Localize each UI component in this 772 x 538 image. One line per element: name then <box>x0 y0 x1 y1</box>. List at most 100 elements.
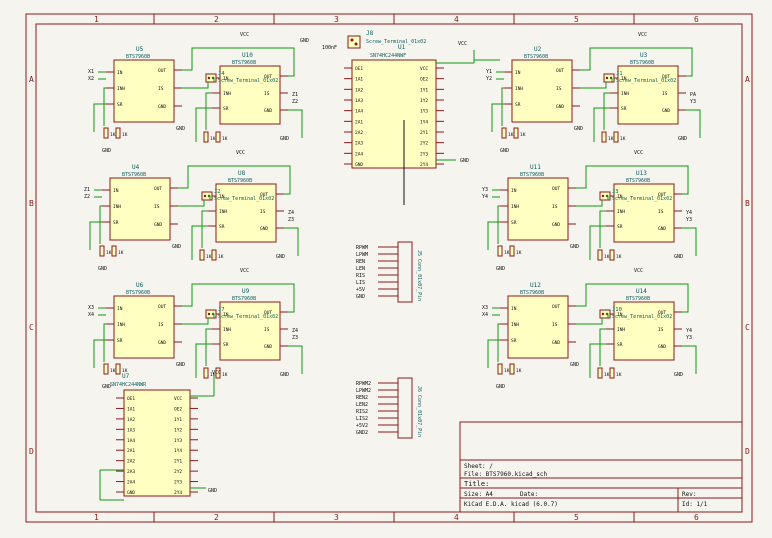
chip-b-pin-label: SR <box>223 106 229 112</box>
header-value: Screw_Terminal_01x02 <box>616 78 676 84</box>
chip-pin-label: 1Y1 <box>420 87 428 93</box>
frame-row-marker: C <box>745 323 750 332</box>
resistor <box>115 127 121 139</box>
chip-b-pin-label: IN <box>219 194 225 200</box>
driver-block: U11BTS7960BININHSROUTISGNDY3Y4U13BTS7960… <box>482 150 697 272</box>
connector-pin-label: REN <box>356 259 365 265</box>
frame-col-marker: 4 <box>454 513 459 522</box>
chip-pin-label: 1Y4 <box>420 119 428 125</box>
chip-a-pin-label: SR <box>511 338 517 344</box>
chip-b-value: BTS7960B <box>228 178 252 184</box>
chip-pin-label: 1Y3 <box>174 438 182 444</box>
chip-b-pin-label: GND <box>260 226 268 232</box>
title-block: Sheet: / File: BTS7960.kicad_sch Title: … <box>459 421 743 513</box>
chip-a-pin-label: IN <box>117 306 123 312</box>
shift-register-u7: U7 SN74HC244NWR OE11A11A21A31A42A12A22A3… <box>110 373 198 497</box>
chip-b-value: BTS7960B <box>626 296 650 302</box>
vcc-label: VCC <box>236 150 245 156</box>
chip-b-value: BTS7960B <box>630 60 654 66</box>
title-block-date: Date: <box>520 491 538 498</box>
resistor-value: 1K <box>616 254 622 260</box>
chip-pin-label: GND <box>355 162 363 168</box>
header-value: Screw_Terminal_01x02 <box>214 196 274 202</box>
net-label: Z1 <box>84 187 90 193</box>
gnd-label: GND <box>674 372 683 378</box>
connector-pin-label: LIS2 <box>356 416 368 422</box>
chip-a-pin-label: GND <box>158 340 166 346</box>
gnd-label: GND <box>102 148 111 154</box>
header-ref: J3 <box>612 189 619 195</box>
chip-b-pin-label: IN <box>617 312 623 318</box>
gnd-label: GND <box>496 266 505 272</box>
connector-pin-label: RIS2 <box>356 409 368 415</box>
chip-b-pin-label: IN <box>223 76 229 82</box>
chip-a-pin-label: IN <box>113 188 119 194</box>
chip-pin-label: 2Y4 <box>420 162 428 168</box>
frame-col-marker: 3 <box>334 15 339 24</box>
vcc-label: VCC <box>240 32 249 38</box>
resistor <box>215 367 221 379</box>
resistor <box>215 131 221 143</box>
chip-b-body <box>219 65 281 125</box>
chip-a-pin-label: GND <box>552 340 560 346</box>
chip-b-pin-label: IS <box>662 91 668 97</box>
chip-pin-label: 1A1 <box>355 77 363 83</box>
frame-row-marker: C <box>29 323 34 332</box>
chip-a-value: BTS7960B <box>524 54 548 60</box>
chip-b-value: BTS7960B <box>232 60 256 66</box>
chip-b-pin-label: SR <box>621 106 627 112</box>
chip-a-body <box>507 177 569 241</box>
gnd-label: GND <box>280 136 289 142</box>
vcc-label: VCC <box>634 150 643 156</box>
frame-row-marker: A <box>29 75 34 84</box>
net-label: Y4 <box>686 328 692 334</box>
chip-b-pin-label: IS <box>264 91 270 97</box>
chip-a-pin-label: OUT <box>158 304 166 310</box>
u7-extras: GND VCC <box>99 370 221 501</box>
chip-a-pin-label: SR <box>511 220 517 226</box>
gnd-label: GND <box>102 384 111 390</box>
chip-a-pin-label: OUT <box>556 68 564 74</box>
chip-a-value: BTS7960B <box>126 290 150 296</box>
chip-a-pin-label: INH <box>113 204 121 210</box>
frame-col-marker: 2 <box>214 15 219 24</box>
gnd-label: GND <box>280 372 289 378</box>
connector-pin-label: LEN <box>356 266 365 272</box>
resistor <box>203 131 209 143</box>
chip-b-pin-label: SR <box>617 342 623 348</box>
net-label: Z3 <box>288 217 294 223</box>
resistor <box>199 249 205 261</box>
chip-pin-label: 1A4 <box>127 438 135 444</box>
chip-b-body <box>613 183 675 243</box>
gnd-label: GND <box>276 254 285 260</box>
chip-a-pin-label: OUT <box>552 186 560 192</box>
header-value: Screw_Terminal_01x02 <box>612 314 672 320</box>
frame-col-marker: 2 <box>214 513 219 522</box>
chip-pin-label: 1A2 <box>355 87 363 93</box>
connector-pin-label: RPWM2 <box>356 381 371 387</box>
chip-b-ref: U10 <box>242 52 253 59</box>
title-block-rev: Rev: <box>682 491 696 498</box>
chip-b-pin-label: INH <box>617 327 625 333</box>
net-label: X3 <box>88 305 94 311</box>
chip-b-body <box>613 301 675 361</box>
connector-j8: J8 Screw_Terminal_01x02 <box>347 30 426 49</box>
resistor <box>103 363 109 375</box>
chip-pin-label: 1A4 <box>355 109 363 115</box>
resistor <box>211 249 217 261</box>
net-label: Z4 <box>292 328 298 334</box>
resistor-value: 1K <box>222 372 228 378</box>
frame-col-marker: 4 <box>454 15 459 24</box>
resistor-value: 1K <box>210 136 216 142</box>
connector-pin-label: GND2 <box>356 430 368 436</box>
chip-a-pin-label: SR <box>117 102 123 108</box>
resistor-value: 1K <box>508 132 514 138</box>
chip-b-ref: U14 <box>636 288 647 295</box>
u1-cap-label: 100nF <box>322 45 337 51</box>
gnd-label: GND <box>172 244 181 250</box>
chip-b-pin-label: GND <box>264 344 272 350</box>
resistor <box>609 249 615 261</box>
chip-pin-label: GND <box>127 490 135 496</box>
